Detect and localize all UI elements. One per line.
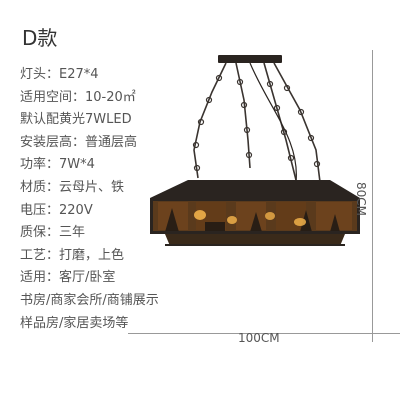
spec-usage: 适用：客厅/卧室 [20, 270, 116, 286]
height-dimension-line [372, 50, 373, 342]
bulb-glows [194, 210, 306, 226]
product-title: D款 [22, 26, 58, 50]
width-dimension-line [128, 333, 400, 334]
chains [193, 62, 321, 183]
height-dimension-label: 80CM [354, 182, 368, 217]
spec-material: 材质：云母片、铁 [20, 179, 125, 195]
spec-area: 适用空间：10-20㎡ [20, 89, 136, 105]
spec-usage-3: 样品房/家居卖场等 [20, 315, 129, 331]
spec-warranty: 质保：三年 [20, 225, 86, 241]
spec-craft: 工艺：打磨，上色 [20, 247, 125, 263]
ceiling-canopy [218, 55, 282, 63]
spec-default-light: 默认配黄光7WLED [20, 112, 132, 128]
width-dimension-label: 100CM [238, 331, 280, 345]
spec-bulb-base: 灯头：E27*4 [20, 67, 99, 82]
spec-power: 功率：7W*4 [20, 157, 95, 173]
spec-install-height: 安装层高：普通层高 [20, 134, 138, 150]
spec-voltage: 电压：220V [20, 202, 93, 218]
spec-list: 灯头：E27*4 适用空间：10-20㎡ 默认配黄光7WLED 安装层高：普通层… [20, 64, 159, 335]
spec-usage-2: 书房/商家会所/商铺展示 [20, 292, 159, 308]
lamp-roof [150, 180, 360, 198]
